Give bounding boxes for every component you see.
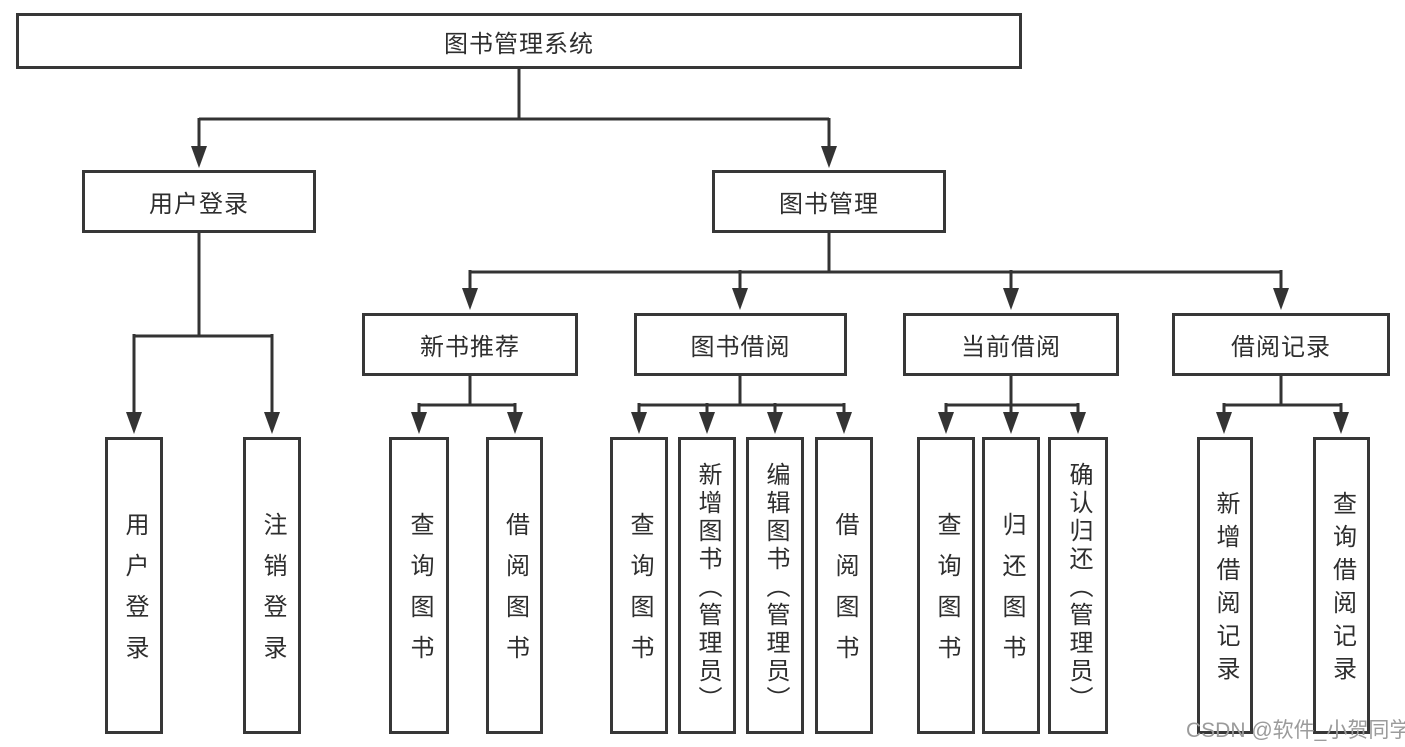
node-label: 借阅记录 xyxy=(1231,334,1331,361)
leaf-label: 编辑图书（管理员） xyxy=(762,461,789,714)
leaf-label: 借阅图书 xyxy=(501,512,529,676)
leaf-label: 查询图书 xyxy=(933,512,960,676)
leaf-query-books-recommend: 查询图书 xyxy=(389,437,449,734)
leaf-add-books-admin: 新增图书（管理员） xyxy=(678,437,736,734)
leaf-label: 新增图书（管理员） xyxy=(694,461,721,714)
node-book-borrow: 图书借阅 xyxy=(634,313,847,376)
leaf-borrow-books: 借阅图书 xyxy=(815,437,873,734)
leaf-label: 查询借阅记录 xyxy=(1328,491,1356,689)
leaf-user-login: 用户登录 xyxy=(105,437,163,734)
leaf-add-borrow-record: 新增借阅记录 xyxy=(1197,437,1253,734)
leaf-label: 确认归还（管理员） xyxy=(1065,461,1092,714)
node-user-login: 用户登录 xyxy=(82,170,316,233)
node-label: 图书管理系统 xyxy=(444,30,594,58)
node-library-management-system: 图书管理系统 xyxy=(16,13,1022,69)
leaf-query-borrow-record: 查询借阅记录 xyxy=(1313,437,1370,734)
node-borrow-records: 借阅记录 xyxy=(1172,313,1390,376)
arrowhead-icons xyxy=(126,146,1349,434)
leaf-label: 新增借阅记录 xyxy=(1212,491,1239,689)
leaf-borrow-books-recommend: 借阅图书 xyxy=(486,437,543,734)
leaf-label: 借阅图书 xyxy=(831,512,858,676)
node-book-management: 图书管理 xyxy=(712,170,946,233)
node-current-borrow: 当前借阅 xyxy=(903,313,1119,376)
leaf-query-books-borrow: 查询图书 xyxy=(610,437,668,734)
leaf-return-books: 归还图书 xyxy=(982,437,1040,734)
leaf-query-books-current: 查询图书 xyxy=(917,437,975,734)
leaf-label: 用户登录 xyxy=(121,512,148,676)
node-label: 当前借阅 xyxy=(961,334,1061,361)
leaf-label: 查询图书 xyxy=(626,512,653,676)
leaf-label: 注销登录 xyxy=(259,512,286,676)
leaf-confirm-return-admin: 确认归还（管理员） xyxy=(1048,437,1108,734)
node-new-book-recommend: 新书推荐 xyxy=(362,313,578,376)
node-label: 图书借阅 xyxy=(690,334,791,361)
node-label: 图书管理 xyxy=(779,191,879,218)
leaf-edit-books-admin: 编辑图书（管理员） xyxy=(746,437,804,734)
node-label: 用户登录 xyxy=(149,191,249,218)
csdn-watermark: CSDN @软件_小贺同学 xyxy=(1186,719,1405,742)
leaf-label: 查询图书 xyxy=(406,512,433,676)
leaf-logout: 注销登录 xyxy=(243,437,301,734)
leaf-label: 归还图书 xyxy=(998,512,1025,676)
node-label: 新书推荐 xyxy=(420,334,520,361)
